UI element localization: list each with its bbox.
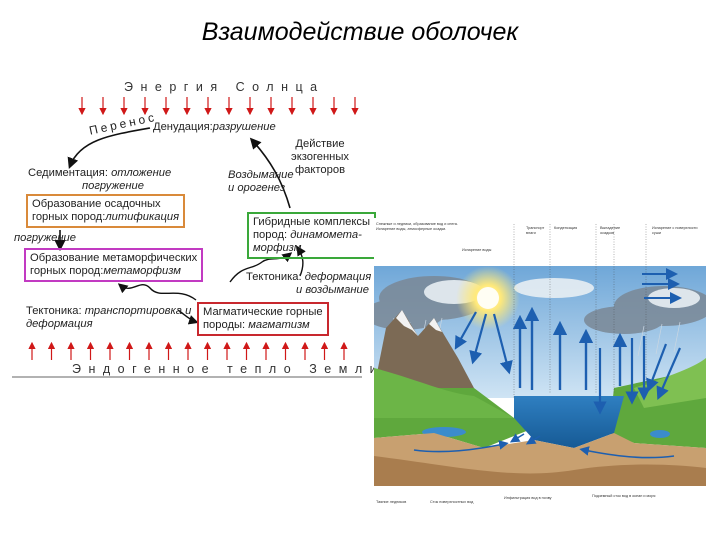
earth-heat-label: Эндогенное тепло Земли: [72, 362, 385, 376]
precipitation-arrows: [593, 336, 682, 415]
denudation-italic: разрушение: [212, 121, 276, 133]
page-title: Взаимодействие оболочек: [201, 18, 519, 46]
metamorphic-box: Образование метаморфических горных пород…: [24, 248, 204, 282]
hybrid-prefix: пород:: [253, 229, 288, 241]
ground-flow-arrows: [413, 433, 675, 459]
sedimentary-box: Образование осадочных горных пород:литиф…: [26, 194, 186, 228]
subsidence-label: погружение: [14, 232, 76, 244]
hybrid-line1: Гибридные комплексы: [253, 216, 371, 228]
tectonics-right-label: Тектоника: деформация и воздымание: [246, 271, 371, 297]
caption-top-2: Испарение воды: [462, 248, 492, 252]
hybrid-italic: динамомета-: [290, 229, 362, 241]
caption-top-6: Испарение с поверхности суши: [652, 226, 698, 235]
sedimentary-italic: литификация: [105, 211, 180, 223]
water-cycle-scene: [374, 218, 706, 530]
denudation-term: Денудация:: [153, 121, 213, 133]
solar-energy-label: Энергия Солнца: [124, 80, 325, 94]
caption-bottom-4: Подземный сток вод в океан и моря: [592, 494, 656, 498]
bottom-caption-band: [374, 486, 706, 530]
caption-bottom-1: Таяние ледников: [376, 500, 407, 504]
metamorphic-italic: метаморфизм: [103, 265, 181, 277]
magmatic-line1: Магматические горные: [203, 306, 323, 318]
exogenous-line-2: экзогенных: [290, 151, 349, 163]
caption-top-5: Выпадение осадков: [600, 226, 621, 235]
tectonics-right-line2: и воздымание: [296, 284, 370, 296]
exogenous-label: Действие экзогенных факторов: [280, 138, 360, 177]
sedimentary-line1: Образование осадочных: [32, 198, 161, 210]
top-caption-band: [374, 218, 706, 266]
magmatic-box: Магматические горные породы: магматизм: [197, 302, 329, 336]
heat-arrows: [28, 341, 348, 360]
denudation-label: Денудация:разрушение: [153, 121, 276, 134]
tectonics-left-line2: деформация: [26, 318, 93, 330]
sedimentation-italic: отложение: [111, 167, 172, 179]
sun: [477, 287, 499, 309]
metamorphic-prefix: горных пород:: [30, 265, 104, 277]
uplift-line-1: Воздымание: [228, 169, 294, 181]
evaporation-arrows: [512, 306, 628, 390]
solar-arrows: [78, 97, 359, 116]
sun-rays: [454, 311, 513, 375]
magmatic-prefix: породы:: [203, 319, 246, 331]
hybrid-line3: морфизм: [253, 242, 302, 254]
uplift-arrow: [249, 137, 291, 209]
exogenous-line-1: Действие: [295, 138, 345, 150]
tectonics-left-term: Тектоника:: [26, 305, 82, 317]
exogenous-line-3: факторов: [294, 164, 346, 176]
caption-top-3: Транспорт влаги: [526, 226, 545, 235]
sedimentation-line2: погружение: [82, 180, 144, 192]
uplift-label: Воздымание и орогенез: [228, 169, 294, 195]
transfer-arrow: [67, 127, 151, 169]
wavy-arrow-1: [117, 283, 197, 301]
hybrid-box: Гибридные комплексы пород: динамомета- м…: [247, 212, 377, 259]
sedimentation-term: Седиментация:: [28, 167, 108, 179]
magmatic-italic: магматизм: [248, 319, 310, 331]
caption-bottom-2: Сток поверхностных вод: [430, 500, 474, 504]
uplift-line-2: и орогенез: [228, 182, 286, 194]
sedimentary-prefix: горных пород:: [32, 211, 106, 223]
transport-arrows: [642, 268, 682, 304]
caption-bottom-3: Инфильтрация вод в почву: [504, 496, 552, 500]
caption-top-1: Снежные и ледники, образование вод и сне…: [376, 222, 458, 231]
hybrid-arrow: [296, 245, 306, 277]
tectonics-left-italic: транспортировка и: [84, 305, 192, 317]
tectonics-left-label: Тектоника: транспортировка и деформация: [26, 305, 191, 331]
tectonics-right-italic: деформация: [304, 271, 372, 283]
tectonics-right-term: Тектоника:: [246, 271, 302, 283]
water-cycle-illustration: Снежные и ледники, образование вод и сне…: [374, 218, 706, 530]
metamorphic-line1: Образование метаморфических: [30, 252, 198, 264]
sedimentation-label: Седиментация: отложение погружение: [28, 167, 171, 193]
tectonics-arrow: [177, 309, 199, 325]
mountains: [374, 310, 474, 388]
caption-top-4: Конденсация: [554, 226, 578, 230]
